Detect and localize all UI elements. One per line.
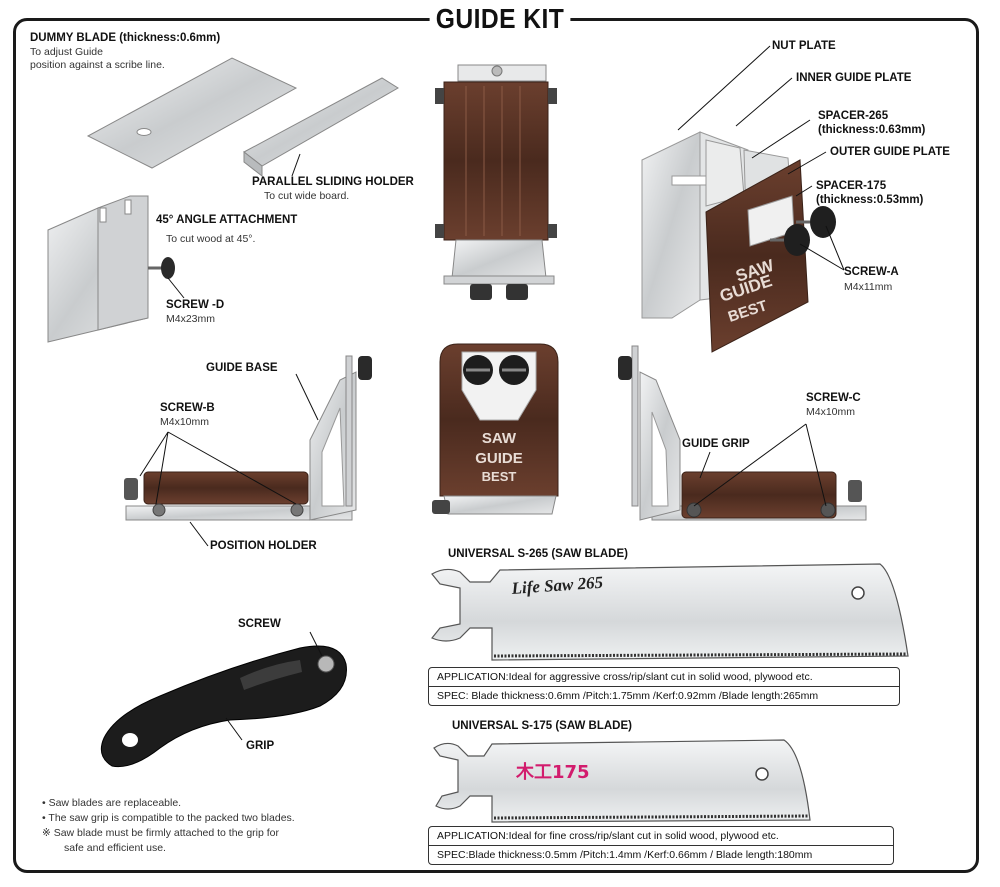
screw-b-spec: M4x10mm xyxy=(160,416,210,428)
angle-attachment-graphic xyxy=(47,195,185,343)
note-2: • The saw grip is compatible to the pack… xyxy=(42,812,295,824)
screw-d-spec: M4x23mm xyxy=(166,313,216,325)
parallel-holder-label: PARALLEL SLIDING HOLDER xyxy=(252,176,414,188)
note-1: • Saw blades are replaceable. xyxy=(42,797,182,809)
note-4: safe and efficient use. xyxy=(64,842,166,854)
angle-attachment-label: 45° ANGLE ATTACHMENT xyxy=(156,214,298,226)
guide-assembly-plate-graphic: SAW GUIDE BEST xyxy=(432,343,559,515)
parallel-sliding-holder-graphic xyxy=(243,77,399,178)
guide-grip-graphic xyxy=(618,345,867,521)
nut-plate-label: NUT PLATE xyxy=(772,40,836,52)
blade-175-spec: SPEC:Blade thickness:0.5mm /Pitch:1.4mm … xyxy=(429,845,893,864)
screw-a-spec: M4x11mm xyxy=(844,281,893,293)
spacer-175-spec: (thickness:0.53mm) xyxy=(816,194,924,206)
notes: • Saw blades are replaceable. • The saw … xyxy=(42,796,295,856)
blade-175-spec-box: APPLICATION:Ideal for fine cross/rip/sla… xyxy=(428,826,894,865)
parallel-holder-desc: To cut wide board. xyxy=(264,190,350,202)
guide-base-graphic xyxy=(124,355,372,547)
blade-175-label: UNIVERSAL S-175 (SAW BLADE) xyxy=(452,720,632,732)
note-3: ※ Saw blade must be firmly attached to t… xyxy=(42,827,279,839)
center-plate-logo-guide: GUIDE xyxy=(475,450,523,467)
screw-c-spec: M4x10mm xyxy=(806,406,856,418)
blade-175-application: APPLICATION:Ideal for fine cross/rip/sla… xyxy=(437,830,779,842)
dummy-blade-label: DUMMY BLADE (thickness:0.6mm) xyxy=(30,32,221,44)
spacer-175-label: SPACER-175 xyxy=(816,180,887,192)
spacer-265-label: SPACER-265 xyxy=(818,110,889,122)
guide-assembly-front-graphic xyxy=(435,64,557,300)
screw-a-label: SCREW-A xyxy=(844,266,899,278)
inner-guide-plate-label: INNER GUIDE PLATE xyxy=(796,72,912,84)
screw-c-label: SCREW-C xyxy=(806,392,861,404)
center-plate-logo-saw: SAW xyxy=(482,430,517,447)
dummy-blade-graphic xyxy=(86,57,298,169)
position-holder-label: POSITION HOLDER xyxy=(210,540,317,552)
screw-b-label: SCREW-B xyxy=(160,402,215,414)
dummy-blade-desc-1: To adjust Guide xyxy=(30,46,103,58)
saw-blade-175-graphic: 木工175 xyxy=(433,739,811,823)
spacer-265-spec: (thickness:0.63mm) xyxy=(818,124,926,136)
center-plate-logo-best: BEST xyxy=(482,469,517,484)
outer-guide-plate-label: OUTER GUIDE PLATE xyxy=(830,146,950,158)
angle-attachment-desc: To cut wood at 45°. xyxy=(166,233,256,245)
screw-d-label: SCREW -D xyxy=(166,299,225,311)
blade-175-logo: 木工175 xyxy=(515,761,590,783)
page-title: GUIDE KIT xyxy=(429,2,571,36)
blade-265-spec-box: APPLICATION:Ideal for aggressive cross/r… xyxy=(428,667,900,706)
screw-label: SCREW xyxy=(238,618,281,630)
blade-265-application: APPLICATION:Ideal for aggressive cross/r… xyxy=(437,671,813,683)
guide-base-label: GUIDE BASE xyxy=(206,362,278,374)
guide-grip-label: GUIDE GRIP xyxy=(682,438,750,450)
grip-label: GRIP xyxy=(246,740,275,752)
dummy-blade-desc-2: position against a scribe line. xyxy=(30,59,165,71)
exploded-guide-plates-graphic: SAW GUIDE BEST xyxy=(641,45,845,353)
blade-265-label: UNIVERSAL S-265 (SAW BLADE) xyxy=(448,548,628,560)
saw-blade-265-graphic: Life Saw 265 xyxy=(431,563,909,661)
saw-grip-graphic xyxy=(100,631,347,768)
blade-265-spec: SPEC: Blade thickness:0.6mm /Pitch:1.75m… xyxy=(429,686,899,705)
